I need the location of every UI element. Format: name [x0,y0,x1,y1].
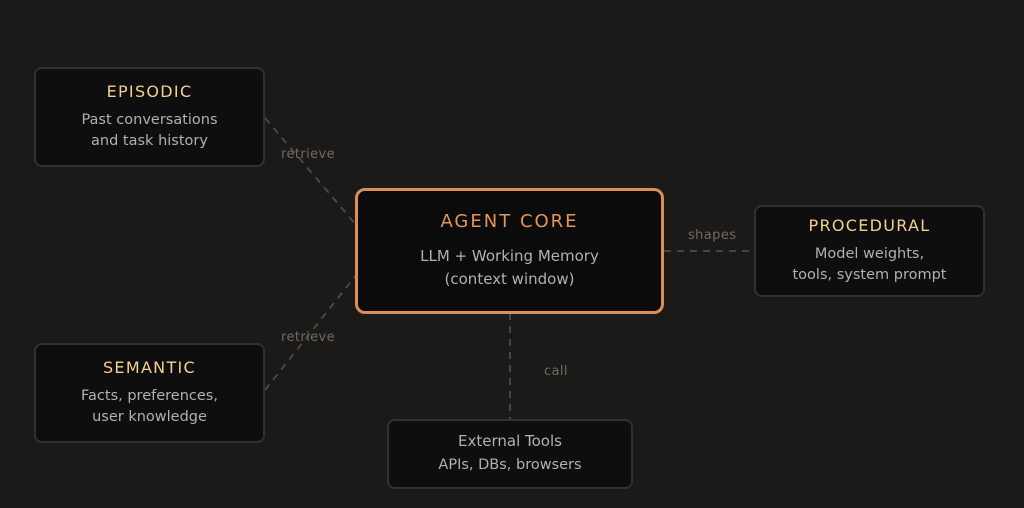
procedural-memory-node: PROCEDURAL Model weights, tools, system … [754,205,985,297]
episodic-memory-node: EPISODIC Past conversations and task his… [34,67,265,167]
procedural-description-line-1: Model weights, [814,246,925,262]
retrieve-episodic-label: retrieve [281,147,336,162]
procedural-title: PROCEDURAL [808,216,931,235]
agent-core-title: AGENT CORE [440,211,579,232]
episodic-title: EPISODIC [106,82,193,101]
external-tools-node: External Tools APIs, DBs, browsers [387,419,633,489]
episodic-description-line-1: Past conversations [81,112,218,128]
semantic-memory-node: SEMANTIC Facts, preferences, user knowle… [34,343,265,443]
call-label: call [544,364,568,379]
agent-core-description-line-2: (context window) [444,270,575,288]
semantic-description-line-2: user knowledge [92,409,207,425]
episodic-core-connector [264,117,358,227]
shapes-label: shapes [688,228,737,243]
episodic-description-line-2: and task history [91,133,208,149]
external-tools-title: External Tools [458,432,562,450]
retrieve-semantic-label: retrieve [281,330,336,345]
procedural-description-line-2: tools, system prompt [792,267,947,283]
semantic-description-line-1: Facts, preferences, [81,388,218,404]
semantic-title: SEMANTIC [102,358,197,377]
agent-core-node: AGENT CORE LLM + Working Memory (context… [355,188,664,314]
semantic-core-connector [264,273,358,391]
external-tools-description: APIs, DBs, browsers [438,457,582,473]
agent-core-description-line-1: LLM + Working Memory [420,247,599,265]
